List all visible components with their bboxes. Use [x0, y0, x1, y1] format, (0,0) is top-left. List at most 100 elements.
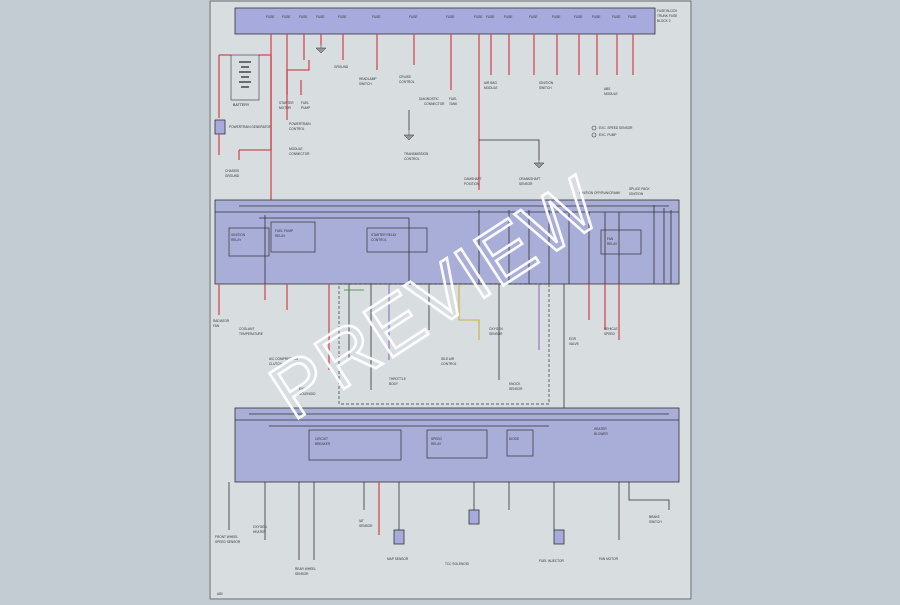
svg-text:HEADLAMP: HEADLAMP: [359, 77, 377, 81]
svg-text:RELAY: RELAY: [275, 234, 286, 238]
svg-text:SENSOR: SENSOR: [295, 572, 309, 576]
legend-marker: [591, 125, 597, 131]
svg-text:IAT: IAT: [359, 519, 364, 523]
svg-text:IGNITION: IGNITION: [629, 192, 644, 196]
top-fuse-label: FUSE: [372, 15, 381, 19]
component-1: [393, 529, 405, 545]
svg-text:RADIATOR: RADIATOR: [213, 319, 230, 323]
svg-text:CAMSHAFT: CAMSHAFT: [464, 177, 482, 181]
top-fuse-label: FUSE: [612, 15, 621, 19]
svg-text:MODULE: MODULE: [484, 86, 498, 90]
top-fuse-labels: FUSE FUSE FUSE FUSE FUSE FUSE FUSE FUSE FUSE FUSE…: [266, 15, 637, 19]
svg-text:CONTROL: CONTROL: [404, 157, 420, 161]
svg-text:MOTOR: MOTOR: [279, 106, 292, 110]
svg-text:SWITCH: SWITCH: [539, 86, 552, 90]
top-fuse-label: FUSE: [474, 15, 483, 19]
top-fuse-label: FUSE: [282, 15, 291, 19]
svg-text:THROTTLE: THROTTLE: [389, 377, 406, 381]
svg-text:CRANKSHAFT: CRANKSHAFT: [519, 177, 541, 181]
svg-text:BLOCK 2: BLOCK 2: [657, 19, 671, 23]
svg-text:FAN: FAN: [213, 324, 220, 328]
fuse-block-note: FUSE BLOCK: [657, 9, 678, 13]
svg-text:HEATER: HEATER: [253, 530, 266, 534]
svg-text:FUEL PUMP: FUEL PUMP: [275, 229, 293, 233]
svg-text:CLUTCH: CLUTCH: [269, 362, 283, 366]
top-fuse-label: FUSE: [446, 15, 455, 19]
svg-text:CONTROL: CONTROL: [371, 238, 387, 242]
relay-panel-bottom: [234, 407, 680, 483]
svg-text:SWITCH: SWITCH: [649, 520, 662, 524]
sheet-border: [209, 0, 692, 600]
svg-text:ABS: ABS: [604, 87, 610, 91]
svg-text:POSITION: POSITION: [464, 182, 480, 186]
svg-text:SPLICE PACK: SPLICE PACK: [629, 187, 651, 191]
svg-text:SENSOR: SENSOR: [509, 387, 523, 391]
svg-text:TRUNK FUSE: TRUNK FUSE: [657, 14, 677, 18]
relay-1: [228, 227, 270, 257]
svg-text:POWERTRAIN: POWERTRAIN: [289, 122, 311, 126]
bottom-note: HEATER: [594, 427, 607, 431]
svg-text:CONTROL: CONTROL: [289, 127, 305, 131]
relay-3: [366, 227, 428, 253]
relay-5: [308, 429, 402, 461]
svg-text:EVAP: EVAP: [299, 387, 307, 391]
svg-text:MAP SENSOR: MAP SENSOR: [387, 557, 409, 561]
svg-text:MODULE: MODULE: [289, 147, 303, 151]
component-2: [468, 509, 480, 525]
svg-text:OXYGEN: OXYGEN: [253, 525, 267, 529]
battery-symbol: [239, 61, 251, 88]
generator-box: [214, 119, 226, 135]
svg-text:FRONT WHEEL: FRONT WHEEL: [215, 535, 238, 539]
svg-text:RELAY: RELAY: [607, 242, 618, 246]
svg-text:CONNECTOR: CONNECTOR: [424, 102, 445, 106]
top-fuse-label: FUSE: [299, 15, 308, 19]
svg-text:FUEL: FUEL: [449, 97, 457, 101]
top-fuse-label: FUSE: [338, 15, 347, 19]
svg-text:TEMPERATURE: TEMPERATURE: [239, 332, 263, 336]
battery-label: BATTERY: [233, 103, 250, 107]
svg-text:CIRCUIT: CIRCUIT: [315, 437, 328, 441]
svg-text:BRAKE: BRAKE: [649, 515, 660, 519]
svg-text:VALVE: VALVE: [569, 342, 579, 346]
svg-text:AIR BAG: AIR BAG: [484, 81, 497, 85]
relay-7: [506, 429, 534, 457]
svg-text:CONNECTOR: CONNECTOR: [289, 152, 310, 156]
ground-symbol: [315, 45, 545, 169]
svg-text:FUEL INJECTOR: FUEL INJECTOR: [539, 559, 564, 563]
battery-outline: [230, 54, 260, 101]
component-3: [553, 529, 565, 545]
relay-2: [270, 221, 316, 253]
svg-text:SWITCH: SWITCH: [359, 82, 372, 86]
svg-text:FAN: FAN: [607, 237, 614, 241]
svg-text:SPEED: SPEED: [604, 332, 616, 336]
svg-text:IGNITION: IGNITION: [539, 81, 554, 85]
relay-6: [426, 429, 488, 459]
top-fuse-label: FUSE: [529, 15, 538, 19]
svg-text:EGR: EGR: [569, 337, 577, 341]
svg-text:COOLANT: COOLANT: [239, 327, 254, 331]
svg-text:SENSOR: SENSOR: [489, 332, 503, 336]
svg-text:CONTROL: CONTROL: [441, 362, 457, 366]
svg-text:TCC SOLENOID: TCC SOLENOID: [445, 562, 470, 566]
generator-label: POWERTRAIN GENERATOR: [229, 125, 272, 129]
top-fuse-label: FUSE: [552, 15, 561, 19]
svg-text:IGNITION: IGNITION: [231, 233, 246, 237]
top-fuse-label: FUSE: [316, 15, 325, 19]
relay-4: [600, 229, 642, 255]
svg-text:VEHICLE: VEHICLE: [604, 327, 618, 331]
svg-text:FUEL: FUEL: [301, 101, 309, 105]
svg-text:SOLENOID: SOLENOID: [299, 392, 316, 396]
svg-text:DIODE: DIODE: [509, 437, 519, 441]
svg-text:SENSOR: SENSOR: [519, 182, 533, 186]
top-fuse-label: FUSE: [574, 15, 583, 19]
svg-text:BODY: BODY: [389, 382, 399, 386]
top-fuse-label: FUSE: [592, 15, 601, 19]
svg-text:DIAGNOSTIC: DIAGNOSTIC: [419, 97, 440, 101]
svg-text:TANK: TANK: [449, 102, 458, 106]
top-fuse-label: FUSE: [504, 15, 513, 19]
svg-text:BREAKER: BREAKER: [315, 442, 331, 446]
legend-marker: [591, 132, 597, 138]
